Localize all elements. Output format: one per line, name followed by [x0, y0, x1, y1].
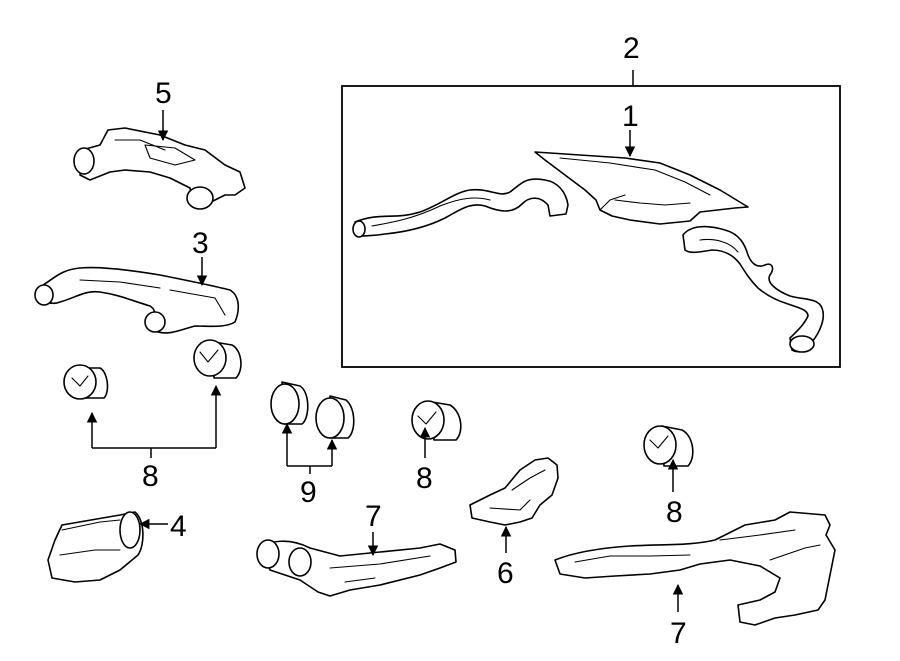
part-9-plug-left	[270, 381, 309, 425]
right-floor-duct	[682, 225, 825, 353]
callout-8-middle: 8	[416, 462, 433, 495]
part-6-duct	[469, 457, 559, 526]
callout-3: 3	[192, 227, 209, 260]
callout-7-right: 7	[670, 617, 687, 650]
part-8-plug-right	[193, 339, 242, 379]
part-4-duct	[47, 511, 144, 583]
part-7-duct-left	[256, 539, 457, 597]
callout-5: 5	[155, 77, 172, 110]
callout-1: 1	[622, 100, 639, 133]
part-5-duct	[73, 127, 246, 210]
part-8-plug-far-right	[643, 425, 694, 467]
part-8-plug-left	[63, 364, 109, 400]
part-1-center-duct	[534, 151, 749, 225]
callout-9: 9	[300, 476, 317, 509]
callout-8-right: 8	[666, 496, 683, 529]
callout-4: 4	[170, 510, 187, 543]
callout-6: 6	[497, 557, 514, 590]
part-8-plug-middle	[411, 400, 462, 441]
callout-2: 2	[623, 32, 640, 65]
callout-8-left-group: 8	[142, 460, 159, 493]
part-9-plug-right	[315, 395, 355, 439]
callout-7-left: 7	[365, 500, 382, 533]
assembly-box	[341, 70, 841, 368]
left-floor-duct	[352, 178, 569, 238]
part-3-duct	[34, 266, 240, 334]
part-7-duct-right	[554, 511, 836, 626]
